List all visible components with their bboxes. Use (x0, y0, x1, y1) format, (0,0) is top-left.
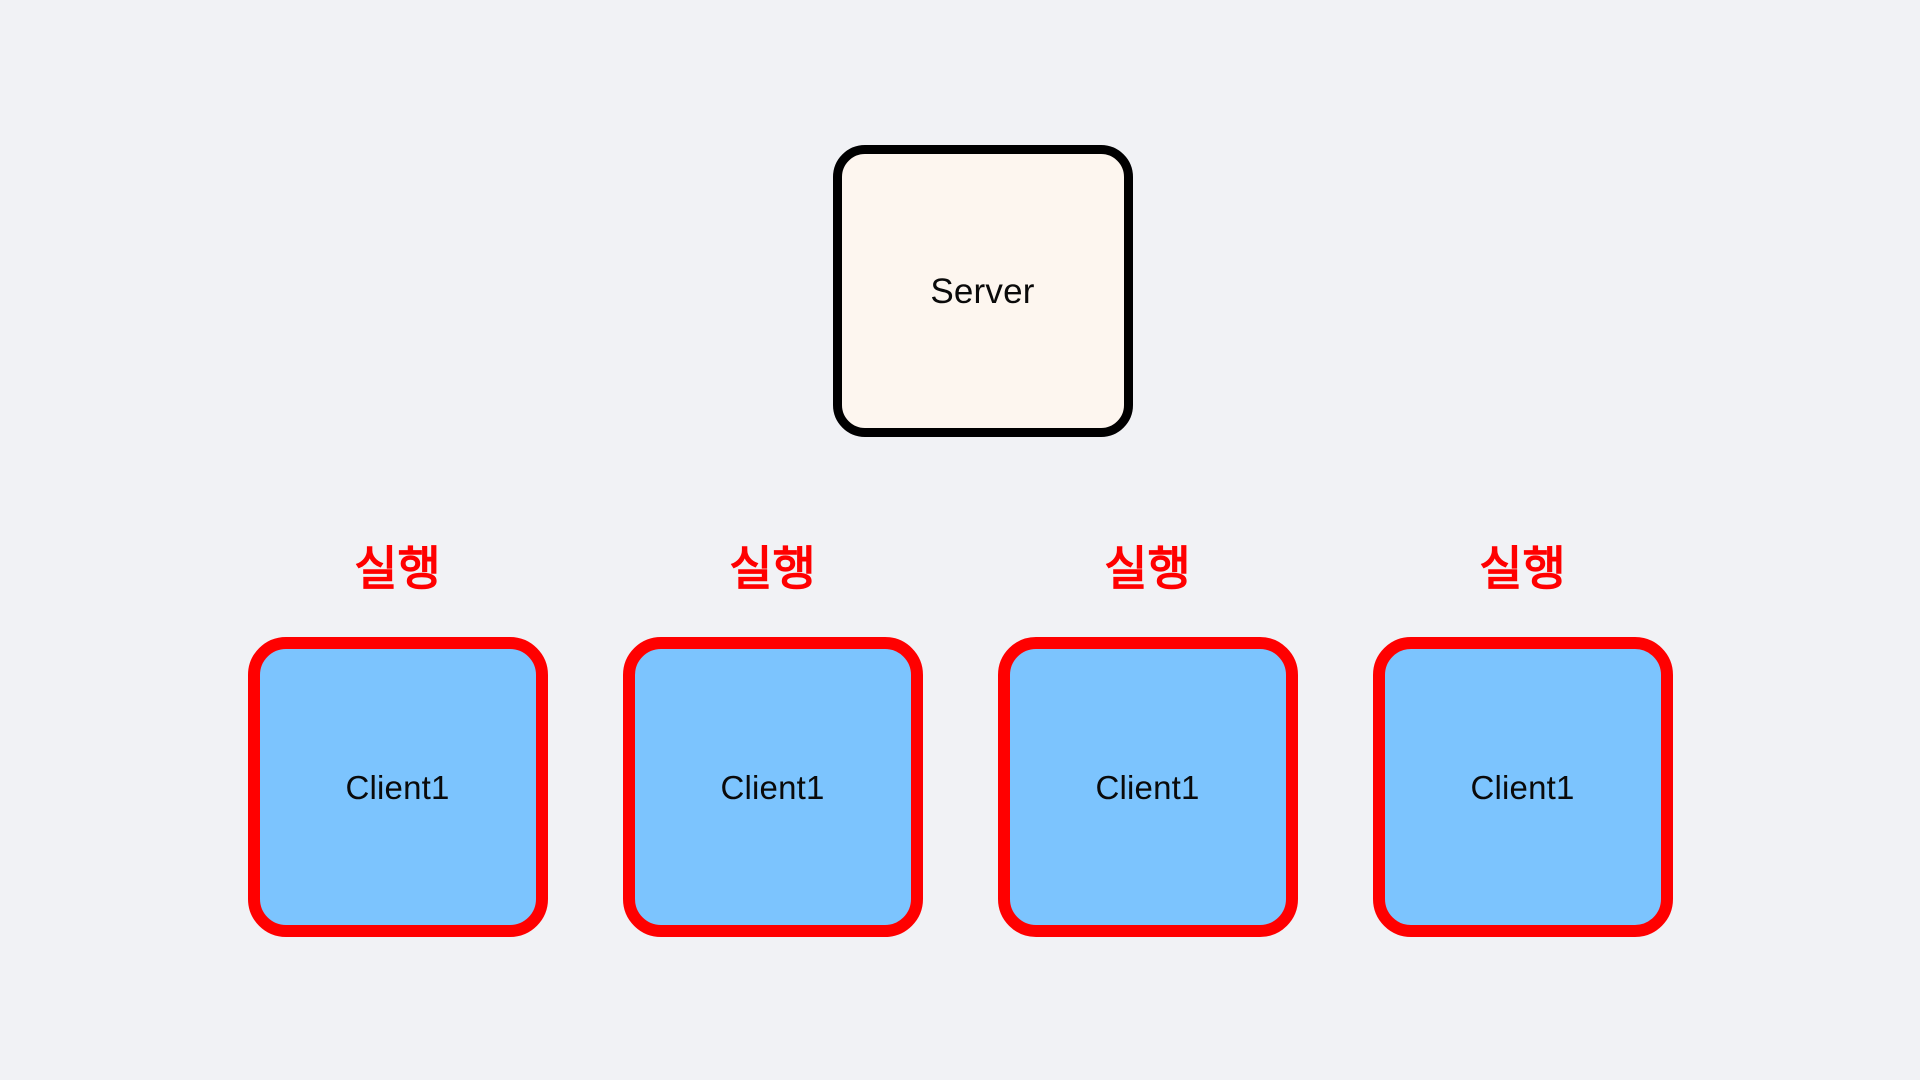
run-label-4: 실행 (1479, 541, 1566, 595)
client-node-1[interactable]: Client1 (247, 637, 548, 937)
client-node-4[interactable]: Client1 (1372, 637, 1673, 937)
client-node-label-1: Client1 (345, 768, 450, 806)
client-node-3[interactable]: Client1 (997, 637, 1298, 937)
client-column-2: 실행 Client1 (622, 500, 923, 937)
client-column-1: 실행 Client1 (247, 500, 548, 937)
run-label-1: 실행 (354, 541, 441, 595)
client-node-label-3: Client1 (1095, 768, 1200, 806)
run-label-2: 실행 (729, 541, 816, 595)
run-label-3: 실행 (1104, 541, 1191, 595)
client-node-2[interactable]: Client1 (622, 637, 923, 937)
client-node-label-2: Client1 (720, 768, 825, 806)
client-column-4: 실행 Client1 (1372, 500, 1673, 937)
client-column-3: 실행 Client1 (997, 500, 1298, 937)
server-row: Server (0, 145, 1920, 437)
client-row: 실행 Client1 실행 Client1 실행 Client1 실행 Clie… (0, 500, 1920, 937)
server-node-label: Server (930, 271, 1035, 311)
client-node-label-4: Client1 (1470, 768, 1575, 806)
server-node[interactable]: Server (832, 145, 1133, 437)
